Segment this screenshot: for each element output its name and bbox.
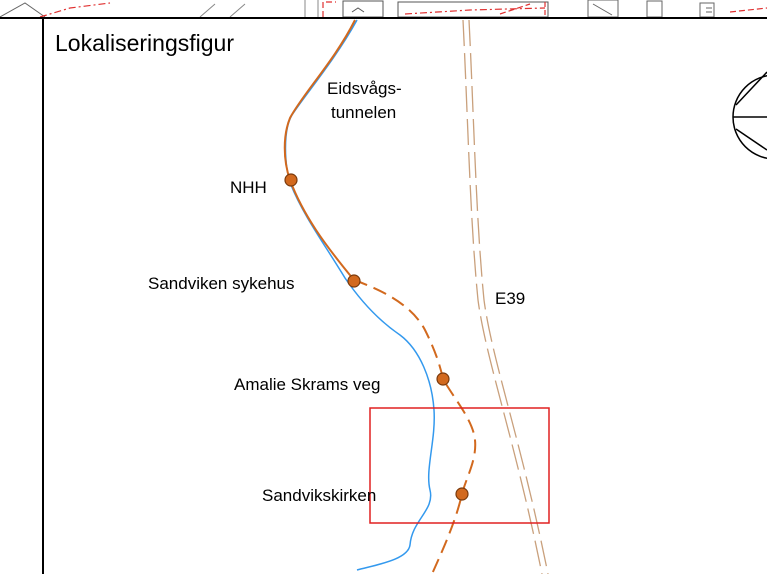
tunnel-label-line-2: tunnelen (331, 103, 396, 122)
north-arrow-icon (732, 71, 767, 159)
route-solid (283, 19, 356, 281)
stop-marker-sandviken-sykehus (347, 274, 361, 288)
e39-road (462, 19, 549, 574)
tunnel-label-line-1: Eidsvågs- (327, 79, 402, 98)
stop-label-sandvikskirken: Sandvikskirken (262, 486, 376, 505)
top-map-strip (0, 0, 767, 18)
stop-marker-amalie-skrams-veg (436, 372, 450, 386)
stop-markers (284, 173, 469, 501)
stop-label-sandviken-sykehus: Sandviken sykehus (148, 274, 294, 293)
route-dashed (353, 279, 477, 574)
stop-label-amalie-skrams-veg: Amalie Skrams veg (234, 375, 380, 394)
focus-area-frame (369, 407, 550, 524)
stop-marker-nhh (284, 173, 298, 187)
stop-marker-sandvikskirken (455, 487, 469, 501)
stop-label-nhh: NHH (230, 178, 267, 197)
road-label-e39: E39 (495, 289, 525, 308)
figure-title: Lokaliseringsfigur (55, 30, 234, 56)
